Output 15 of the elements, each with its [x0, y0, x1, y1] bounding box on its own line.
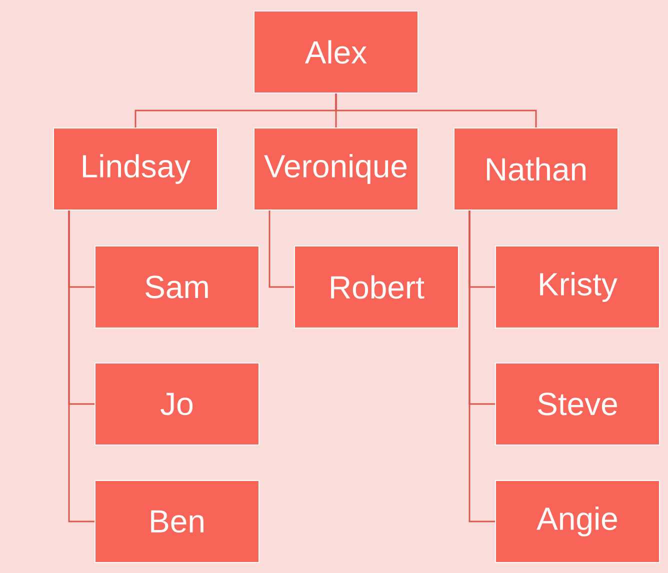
person-box: Alex	[254, 10, 418, 94]
person-box: Steve	[495, 362, 660, 446]
person-box: Ben	[94, 480, 260, 563]
person-box: Jo	[94, 362, 260, 446]
connector-line	[468, 210, 495, 522]
person-box: Lindsay	[53, 128, 218, 210]
person-box: Robert	[294, 246, 459, 328]
connector-line	[268, 210, 294, 288]
person-box: Sam	[94, 246, 260, 328]
person-box: Angie	[495, 480, 660, 563]
connector-line	[68, 210, 94, 522]
connector-line	[335, 94, 537, 128]
person-box: Kristy	[495, 246, 660, 328]
person-box: Nathan	[454, 128, 618, 210]
person-box: Veronique	[254, 128, 418, 210]
